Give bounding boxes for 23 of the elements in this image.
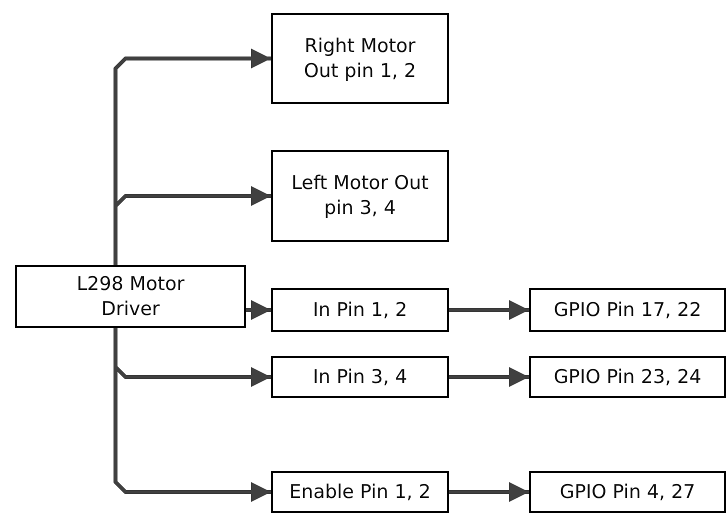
box-label: GPIO Pin 23, 24 (554, 364, 702, 390)
process-box (271, 471, 449, 513)
box-label: Right Motor Out pin 1, 2 (302, 34, 418, 84)
arrow (449, 367, 529, 387)
box-label: GPIO Pin 17, 22 (554, 298, 702, 322)
process-box (529, 288, 726, 332)
process-box (271, 288, 449, 332)
arrow (449, 482, 529, 502)
process-box (271, 356, 449, 398)
arrow (449, 300, 529, 320)
box-label: Enable Pin 1, 2 (289, 480, 431, 504)
process-box (271, 13, 449, 104)
box-label: GPIO Pin 4, 27 (560, 480, 696, 504)
box-label: In Pin 1, 2 (312, 298, 408, 322)
process-box (271, 150, 449, 242)
box-label: L298 Motor Driver (76, 272, 186, 322)
process-box (15, 265, 246, 328)
process-box (529, 471, 726, 513)
arrow (246, 300, 271, 320)
box-label: Left Motor Out pin 3, 4 (290, 171, 430, 221)
arrow (114, 328, 271, 502)
box-label: In Pin 3, 4 (312, 364, 408, 390)
process-box (529, 356, 726, 398)
